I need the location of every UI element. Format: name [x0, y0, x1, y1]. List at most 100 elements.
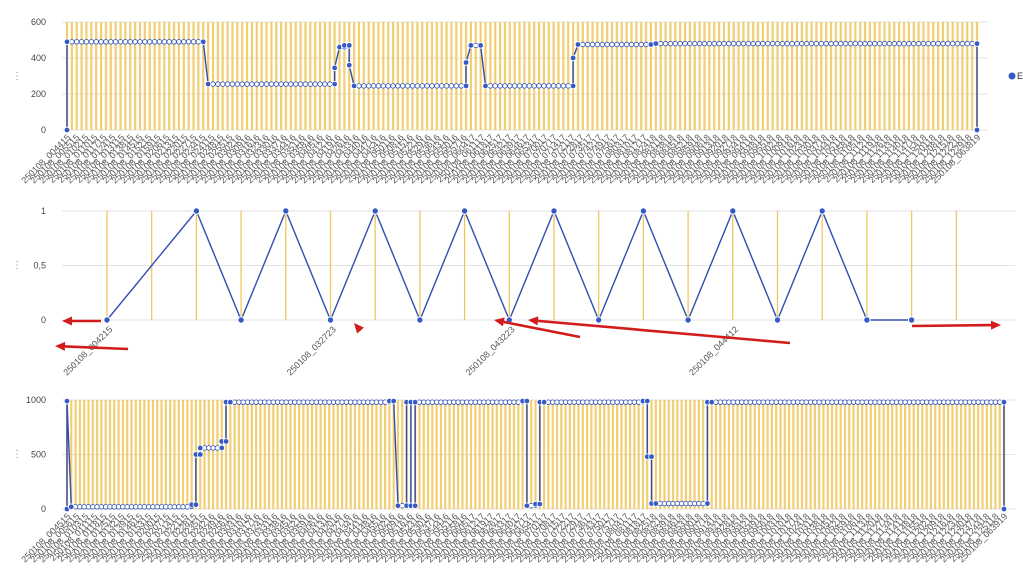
data-point: [906, 40, 912, 47]
data-point: [779, 40, 786, 47]
data-point: [729, 207, 737, 215]
data-point: [190, 39, 197, 45]
data-point: [911, 40, 917, 47]
data-point: [803, 40, 810, 47]
data-point: [523, 397, 531, 405]
chart-top-menu-icon[interactable]: ⋮: [12, 71, 22, 82]
data-point: [137, 39, 143, 45]
data-point: [704, 500, 711, 507]
data-point: [526, 83, 532, 89]
data-point: [502, 83, 508, 89]
data-point: [589, 41, 596, 48]
data-point: [282, 207, 290, 215]
y-tick-label: 0,5: [33, 261, 46, 271]
data-point: [93, 39, 99, 45]
data-point: [857, 40, 863, 47]
data-point: [443, 83, 450, 89]
data-point: [380, 83, 387, 89]
data-point: [799, 40, 805, 47]
data-point: [244, 81, 250, 87]
data-point: [390, 83, 396, 89]
data-point: [497, 83, 503, 89]
data-point: [523, 502, 531, 509]
data-point: [371, 207, 379, 215]
data-point: [192, 207, 201, 215]
data-point: [507, 83, 513, 89]
x-tick-label: 250108_044412: [687, 324, 740, 377]
data-point: [439, 83, 445, 89]
data-point: [794, 40, 800, 47]
data-point: [765, 40, 771, 47]
data-point: [1000, 505, 1008, 513]
data-point: [171, 39, 177, 45]
data-point: [867, 40, 873, 47]
data-point: [662, 40, 669, 47]
data-point: [536, 83, 542, 89]
annotation-arrow-head: [354, 323, 364, 334]
legend-marker: [1008, 72, 1016, 80]
data-point: [370, 83, 377, 89]
data-point: [652, 500, 660, 507]
chart-middle-menu-icon[interactable]: ⋮: [12, 260, 22, 271]
data-point: [696, 40, 703, 47]
data-point: [594, 41, 601, 48]
data-point: [604, 41, 610, 48]
data-point: [964, 40, 970, 47]
data-point: [302, 81, 309, 87]
data-point: [818, 40, 824, 47]
data-point: [210, 81, 216, 87]
data-point: [195, 39, 202, 45]
data-point: [774, 40, 781, 47]
data-point: [643, 41, 649, 48]
data-point: [74, 39, 80, 45]
data-point: [876, 40, 883, 47]
data-point: [411, 502, 419, 509]
data-point: [595, 316, 603, 324]
y-tick-label: 1000: [26, 395, 46, 405]
data-point: [88, 39, 95, 45]
data-point: [254, 81, 260, 87]
data-point: [63, 38, 71, 45]
data-point: [283, 81, 289, 87]
annotation-arrows: [55, 316, 1001, 351]
data-point: [462, 59, 470, 66]
data-point: [672, 40, 678, 47]
data-point: [644, 397, 651, 405]
data-point: [400, 83, 406, 89]
data-point: [540, 398, 548, 406]
data-point: [896, 40, 902, 47]
data-point: [192, 501, 200, 508]
chart-bottom-menu-icon[interactable]: ⋮: [12, 449, 22, 460]
data-point: [482, 82, 489, 90]
data-point: [740, 40, 747, 47]
data-point: [862, 40, 868, 47]
data-point: [429, 83, 435, 89]
data-point: [331, 64, 338, 72]
data-point: [103, 316, 111, 324]
data-point: [847, 40, 854, 47]
data-point: [416, 316, 424, 324]
data-point: [599, 41, 605, 48]
data-point: [419, 83, 425, 89]
data-point: [760, 40, 766, 47]
data-point: [852, 40, 859, 47]
x-tick-label: 250108_032723: [285, 324, 338, 377]
background-bars: [65, 400, 1006, 509]
data-point: [541, 83, 547, 89]
data-point: [750, 40, 756, 47]
y-tick-label: 0: [41, 504, 46, 514]
data-point: [227, 398, 234, 406]
background-bars: [65, 22, 979, 130]
data-point: [823, 40, 829, 47]
data-point: [293, 81, 299, 87]
data-point: [477, 42, 484, 49]
data-point: [69, 39, 75, 45]
data-point: [730, 40, 737, 47]
data-point: [973, 126, 981, 134]
series-line: [106, 209, 912, 322]
y-tick-label: 0: [41, 125, 46, 135]
data-point: [614, 41, 620, 48]
data-point: [550, 83, 557, 89]
